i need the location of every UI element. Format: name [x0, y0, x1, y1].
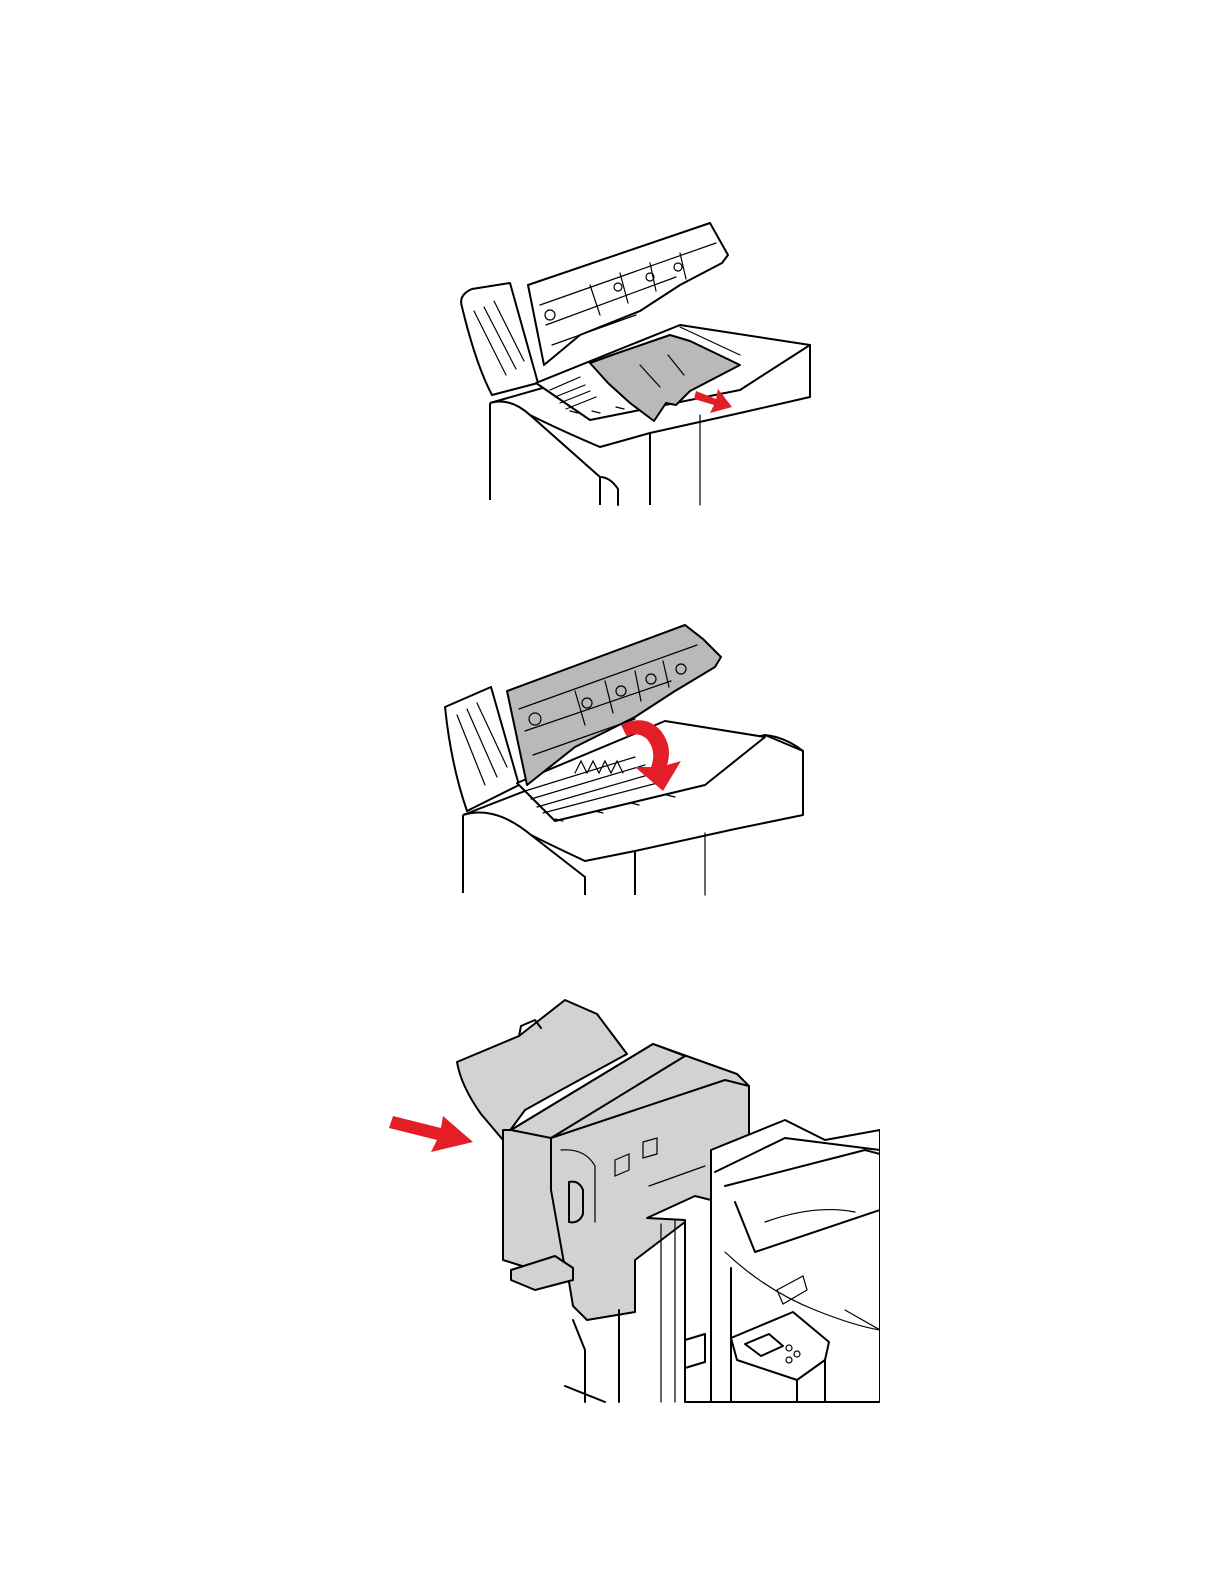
- illustration-push-finisher: [385, 990, 880, 1410]
- push-direction-arrow: [389, 1116, 473, 1152]
- illustration-remove-jammed-paper: [440, 215, 820, 515]
- finisher-docking-icon: [385, 990, 880, 1410]
- finisher-open-cover-icon: [440, 215, 820, 515]
- finisher-cover-closing-icon: [435, 615, 815, 905]
- illustration-close-top-cover: [435, 615, 815, 905]
